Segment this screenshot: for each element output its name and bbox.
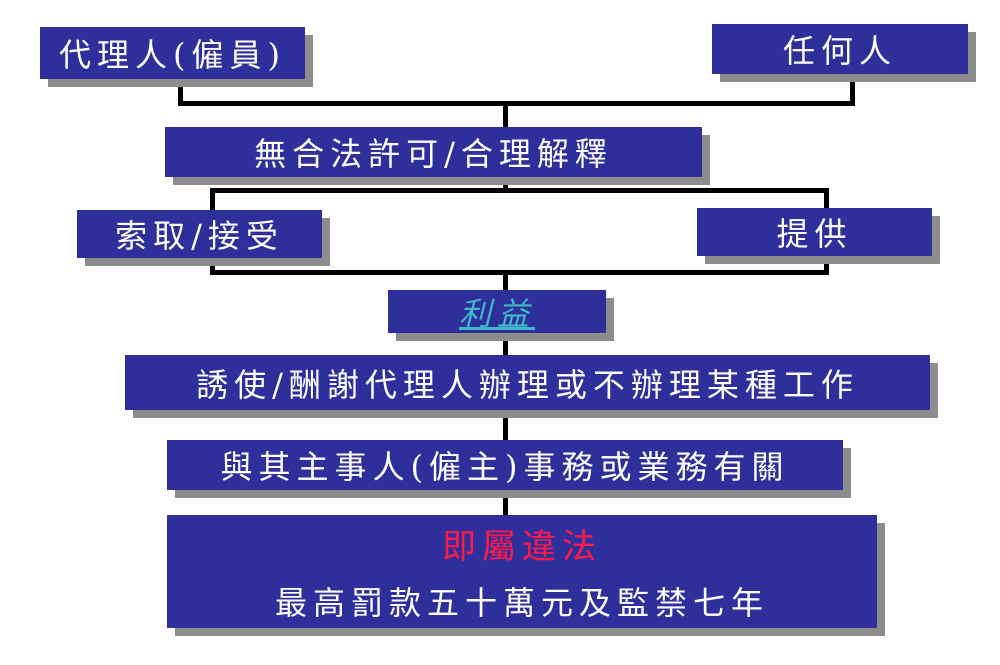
connector-to-inducement [503,333,508,356]
box-related: 與其主事人(僱主)事務或業務有關 [167,440,843,490]
box-solicit-accept: 索取/接受 [77,210,322,258]
box-advantage-label: 利益 [458,294,535,333]
connector-from-permission [503,177,508,192]
penalty-label: 最高罰款五十萬元及監禁七年 [274,584,769,622]
box-anyone-label: 任何人 [782,32,897,70]
box-anyone: 任何人 [712,24,968,74]
box-no-permission: 無合法許可/合理解釋 [165,127,702,177]
box-inducement-label: 誘使/酬謝代理人辦理或不辦理某種工作 [196,365,859,404]
box-agent: 代理人(僱員) [40,27,305,79]
box-offer: 提供 [697,208,932,256]
connector-merge-horizontal [210,270,829,275]
connector-to-advantage [503,270,508,291]
box-advantage: 利益 [388,290,606,333]
connector-top-horizontal [178,101,855,106]
box-solicit-accept-label: 索取/接受 [115,217,284,255]
box-agent-label: 代理人(僱員) [59,36,286,74]
box-offence: 即屬違法 最高罰款五十萬元及監禁七年 [167,515,877,628]
connector-anyone [850,74,855,106]
connector-from-solicit [210,257,215,275]
connector-to-solicit [210,188,215,211]
connector-agent [178,79,183,106]
box-no-permission-label: 無合法許可/合理解釋 [254,135,613,173]
box-offer-label: 提供 [776,215,853,253]
connector-from-offer [824,255,829,275]
connector-split-horizontal [210,188,829,193]
connector-to-permission [503,101,508,128]
connector-to-offence [503,490,508,516]
box-inducement: 誘使/酬謝代理人辦理或不辦理某種工作 [125,355,930,410]
box-related-label: 與其主事人(僱主)事務或業務有關 [220,448,790,486]
connector-to-offer [824,188,829,209]
offence-label: 即屬違法 [442,527,602,567]
connector-to-related [503,410,508,441]
